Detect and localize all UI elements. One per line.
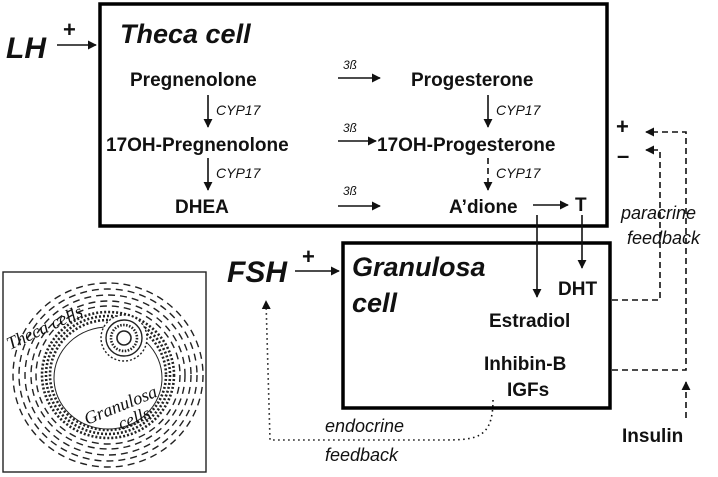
pregnenolone-node: Pregnenolone [130, 70, 257, 91]
paracrine-minus-sign: – [617, 143, 629, 168]
testosterone-node: T [575, 195, 587, 216]
paracrine-plus-sign: + [616, 114, 629, 139]
adione-node: A’dione [449, 197, 518, 218]
granulosa-layer-rings [40, 310, 176, 440]
fsh-label: FSH [227, 256, 288, 289]
theca-cell-box [98, 2, 609, 228]
17oh-pregnenolone-node: 17OH-Pregnenolone [106, 135, 289, 156]
inhibin-b-node: Inhibin-B [484, 354, 566, 375]
theca-layer-rings [12, 282, 204, 468]
granulosa-cell-box [341, 241, 612, 410]
fsh-plus-sign: + [302, 244, 315, 269]
paracrine-feedback-label-line2: feedback [627, 228, 701, 248]
lh-label: LH [6, 32, 47, 65]
endocrine-feedback-path [261, 300, 494, 441]
igfs-node: IGFs [507, 380, 549, 401]
dht-node: DHT [558, 279, 597, 300]
cyp17-label-4: CYP17 [496, 165, 542, 181]
granulosa-cell-title-line1: Granulosa [352, 252, 486, 282]
theca-cell-title: Theca cell [120, 19, 251, 49]
17oh-progesterone-node: 17OH-Progesterone [377, 135, 555, 156]
lh-plus-sign: + [63, 17, 76, 42]
insulin-label: Insulin [622, 426, 683, 447]
estradiol-node: Estradiol [489, 311, 570, 332]
3b-enzyme-label-3: 3ß [343, 184, 357, 198]
3b-enzyme-label-2: 3ß [343, 121, 357, 135]
cyp17-label-3: CYP17 [496, 102, 542, 118]
endocrine-feedback-label-line2: feedback [325, 445, 399, 465]
paracrine-feedback-plus-path [612, 127, 687, 371]
3b-enzyme-label-1: 3ß [343, 58, 357, 72]
cyp17-label-2: CYP17 [216, 165, 262, 181]
paracrine-feedback-minus-path [612, 145, 661, 301]
follicle-inset: Theca cells Granulosa cells [2, 271, 207, 473]
oocyte [100, 314, 148, 362]
paracrine-feedback-label-line1: paracrine [620, 203, 696, 223]
endocrine-feedback-label-line1: endocrine [325, 416, 404, 436]
dhea-node: DHEA [175, 197, 229, 218]
progesterone-node: Progesterone [411, 70, 533, 91]
granulosa-cell-title-line2: cell [352, 288, 398, 318]
cyp17-label-1: CYP17 [216, 102, 262, 118]
